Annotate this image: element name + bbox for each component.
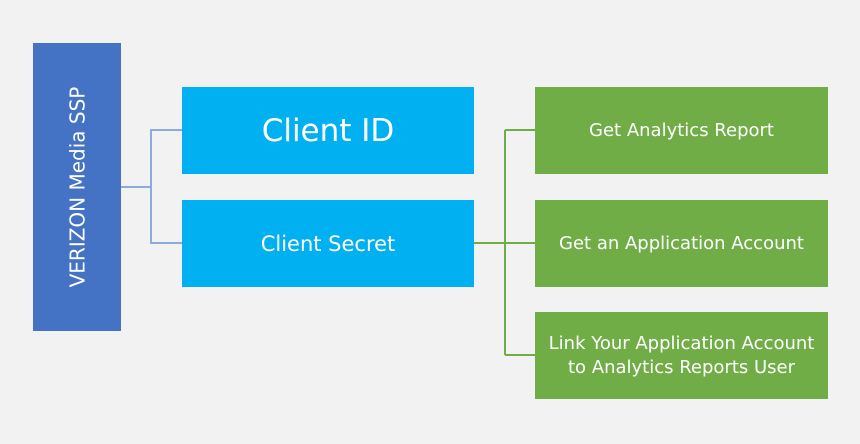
verizon-media-ssp-label: VERIZON Media SSP xyxy=(65,86,90,288)
verizon-media-ssp-node: VERIZON Media SSP xyxy=(33,43,121,331)
get-analytics-report-label: Get Analytics Report xyxy=(589,119,774,141)
client-id-node: Client ID xyxy=(182,87,474,174)
client-secret-node: Client Secret xyxy=(182,200,474,287)
connector-root-to-client-secret xyxy=(150,187,182,244)
get-application-account-node: Get an Application Account xyxy=(535,200,828,287)
link-application-account-label: Link Your Application Account to Analyti… xyxy=(548,333,815,378)
get-application-account-label: Get an Application Account xyxy=(559,232,804,254)
client-secret-label: Client Secret xyxy=(260,231,396,256)
connector-root-to-client-id xyxy=(121,129,182,188)
link-application-account-node: Link Your Application Account to Analyti… xyxy=(535,312,828,399)
get-analytics-report-node: Get Analytics Report xyxy=(535,87,828,174)
client-id-label: Client ID xyxy=(261,112,395,149)
